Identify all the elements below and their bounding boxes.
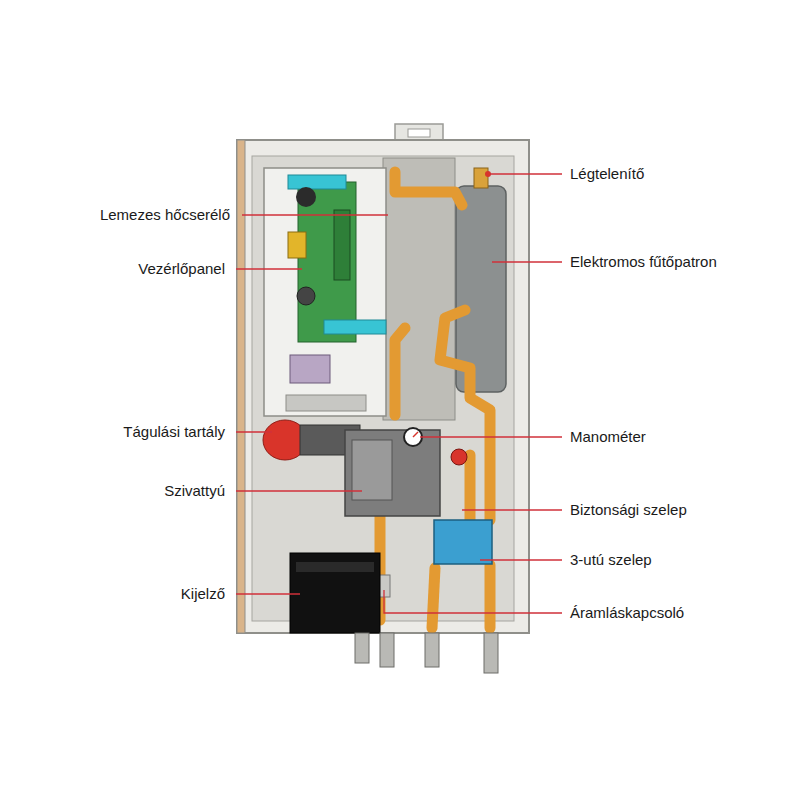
relay: [296, 187, 316, 207]
leader-line: [384, 590, 562, 613]
back-panel: [252, 156, 514, 621]
display-edge: [296, 562, 374, 572]
leader-lines: [236, 174, 562, 613]
leader-line: [462, 509, 562, 510]
manometer: [404, 428, 422, 446]
part-label: Áramláskapcsoló: [570, 604, 684, 622]
bracket-slot: [408, 129, 430, 137]
leader-line: [492, 261, 562, 262]
three-way-valve: [434, 520, 492, 564]
leader-line: [490, 173, 562, 174]
pipe: [395, 328, 405, 415]
manometer-needle: [413, 432, 418, 437]
din-rail: [324, 320, 386, 334]
leader-line: [420, 436, 562, 437]
terminal-block: [288, 232, 306, 258]
part-label: Tágulási tartály: [123, 423, 225, 441]
leader-line: [236, 268, 302, 269]
connector: [355, 633, 369, 663]
part-label: Szivattyú: [164, 482, 225, 500]
connector: [484, 633, 498, 673]
pipe: [485, 565, 496, 628]
pipe: [395, 172, 462, 205]
part-label: Vezérlőpanel: [138, 260, 225, 278]
part-label: Biztonsági szelep: [570, 501, 687, 519]
connector: [380, 633, 394, 667]
leader-line: [242, 214, 388, 215]
relay: [297, 287, 315, 305]
part-label: Elektromos fűtőpatron: [570, 253, 717, 271]
din-rail: [288, 175, 346, 189]
part-label: 3-utú szelep: [570, 551, 652, 569]
pipe: [440, 310, 490, 520]
part-label: Manométer: [570, 428, 646, 446]
connector-strip: [334, 210, 350, 280]
leader-line: [480, 559, 562, 560]
part-label: Légtelenítő: [570, 165, 644, 183]
safety-valve: [451, 449, 467, 465]
terminal-rail: [286, 395, 366, 411]
display: [290, 553, 380, 633]
leader-line: [236, 490, 362, 491]
bottom-connectors: [355, 633, 498, 673]
housing: [237, 140, 529, 633]
control-panel-frame: [264, 168, 386, 416]
air-vent: [474, 168, 488, 188]
leader-line: [236, 593, 300, 594]
part-label: Lemezes hőcserélő: [100, 206, 230, 224]
part-label: Kijelző: [181, 585, 225, 603]
side-edge: [237, 140, 245, 633]
pump: [345, 430, 440, 516]
contactors: [290, 355, 330, 383]
connector: [425, 633, 439, 667]
leader-line: [236, 431, 272, 432]
pipe: [432, 568, 435, 628]
